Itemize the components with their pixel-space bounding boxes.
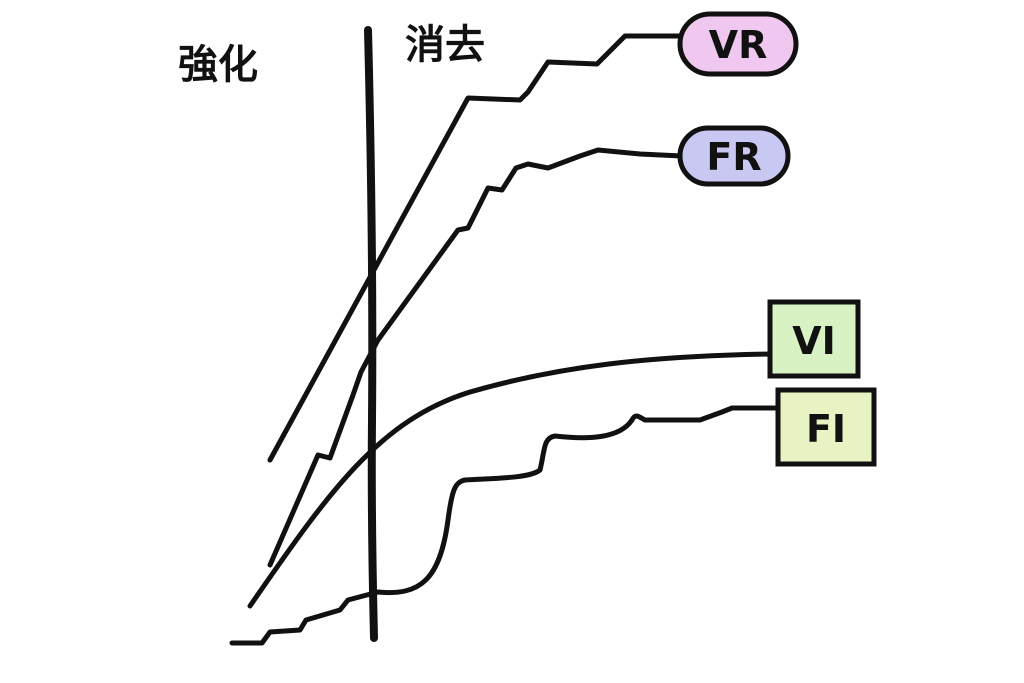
vi-tag: VI [767, 299, 861, 379]
extinction-label: 消去 [405, 22, 485, 68]
vr-label: VR [709, 23, 768, 67]
fr-pill [677, 125, 791, 187]
fi-box [775, 387, 877, 467]
vi-box [767, 299, 861, 379]
fi-curve [229, 405, 783, 646]
vr-tag: VR [677, 11, 799, 77]
fr-curve [267, 147, 685, 568]
vi-curve [247, 351, 773, 609]
fi-label: FI [806, 407, 846, 451]
fi-tag: FI [775, 387, 877, 467]
phase-divider [364, 26, 378, 642]
vi-label: VI [792, 319, 836, 363]
vr-pill [677, 11, 799, 77]
fr-tag: FR [677, 125, 791, 187]
vr-curve [267, 33, 688, 463]
fr-label: FR [706, 135, 761, 179]
reinforcement-label: 強化 [178, 42, 258, 88]
